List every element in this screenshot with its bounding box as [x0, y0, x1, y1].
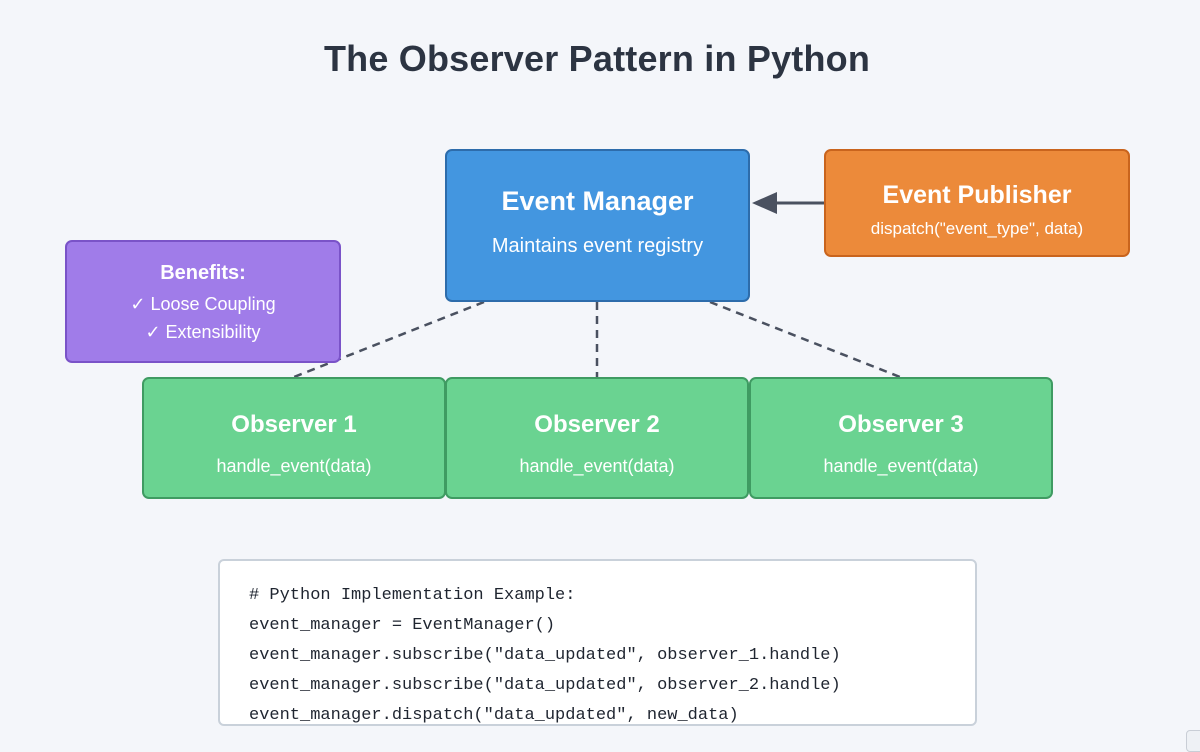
observer-method: handle_event(data): [823, 456, 979, 476]
observer-method: handle_event(data): [216, 456, 372, 476]
corner-decoration: [1186, 730, 1200, 752]
event-manager-heading: Event Manager: [501, 186, 694, 216]
observer-3-box: Observer 3 handle_event(data): [749, 377, 1053, 499]
observer-heading: Observer 3: [838, 411, 964, 438]
observer-heading: Observer 2: [534, 411, 660, 438]
manager-to-observer-1-line: [293, 300, 485, 379]
diagram-title: The Observer Pattern in Python: [323, 38, 871, 79]
code-line: event_manager = EventManager(): [249, 616, 556, 635]
code-line: # Python Implementation Example:: [249, 586, 576, 605]
observer-method: handle_event(data): [519, 456, 675, 476]
event-publisher-box: Event Publisher dispatch("event_type", d…: [824, 149, 1130, 257]
observer-2-box: Observer 2 handle_event(data): [445, 377, 749, 499]
benefits-box: Benefits: ✓ Loose Coupling ✓ Extensibili…: [65, 240, 341, 363]
code-example-box: # Python Implementation Example: event_m…: [218, 559, 977, 726]
observer-heading: Observer 1: [231, 411, 357, 438]
event-manager-box: Event Manager Maintains event registry: [445, 149, 750, 302]
code-line: event_manager.subscribe("data_updated", …: [249, 676, 841, 695]
manager-to-observer-3-line: [709, 300, 901, 379]
event-manager-subtitle: Maintains event registry: [491, 235, 704, 257]
code-line: event_manager.subscribe("data_updated", …: [249, 646, 841, 665]
benefit-item: ✓ Loose Coupling: [130, 294, 276, 314]
event-publisher-heading: Event Publisher: [882, 181, 1072, 209]
publisher-to-manager-arrowhead: [752, 192, 777, 214]
benefit-item: ✓ Extensibility: [145, 322, 261, 342]
benefits-heading: Benefits:: [160, 262, 246, 284]
event-publisher-subtitle: dispatch("event_type", data): [870, 219, 1084, 238]
observer-1-box: Observer 1 handle_event(data): [142, 377, 446, 499]
code-line: event_manager.dispatch("data_updated", n…: [249, 706, 739, 725]
